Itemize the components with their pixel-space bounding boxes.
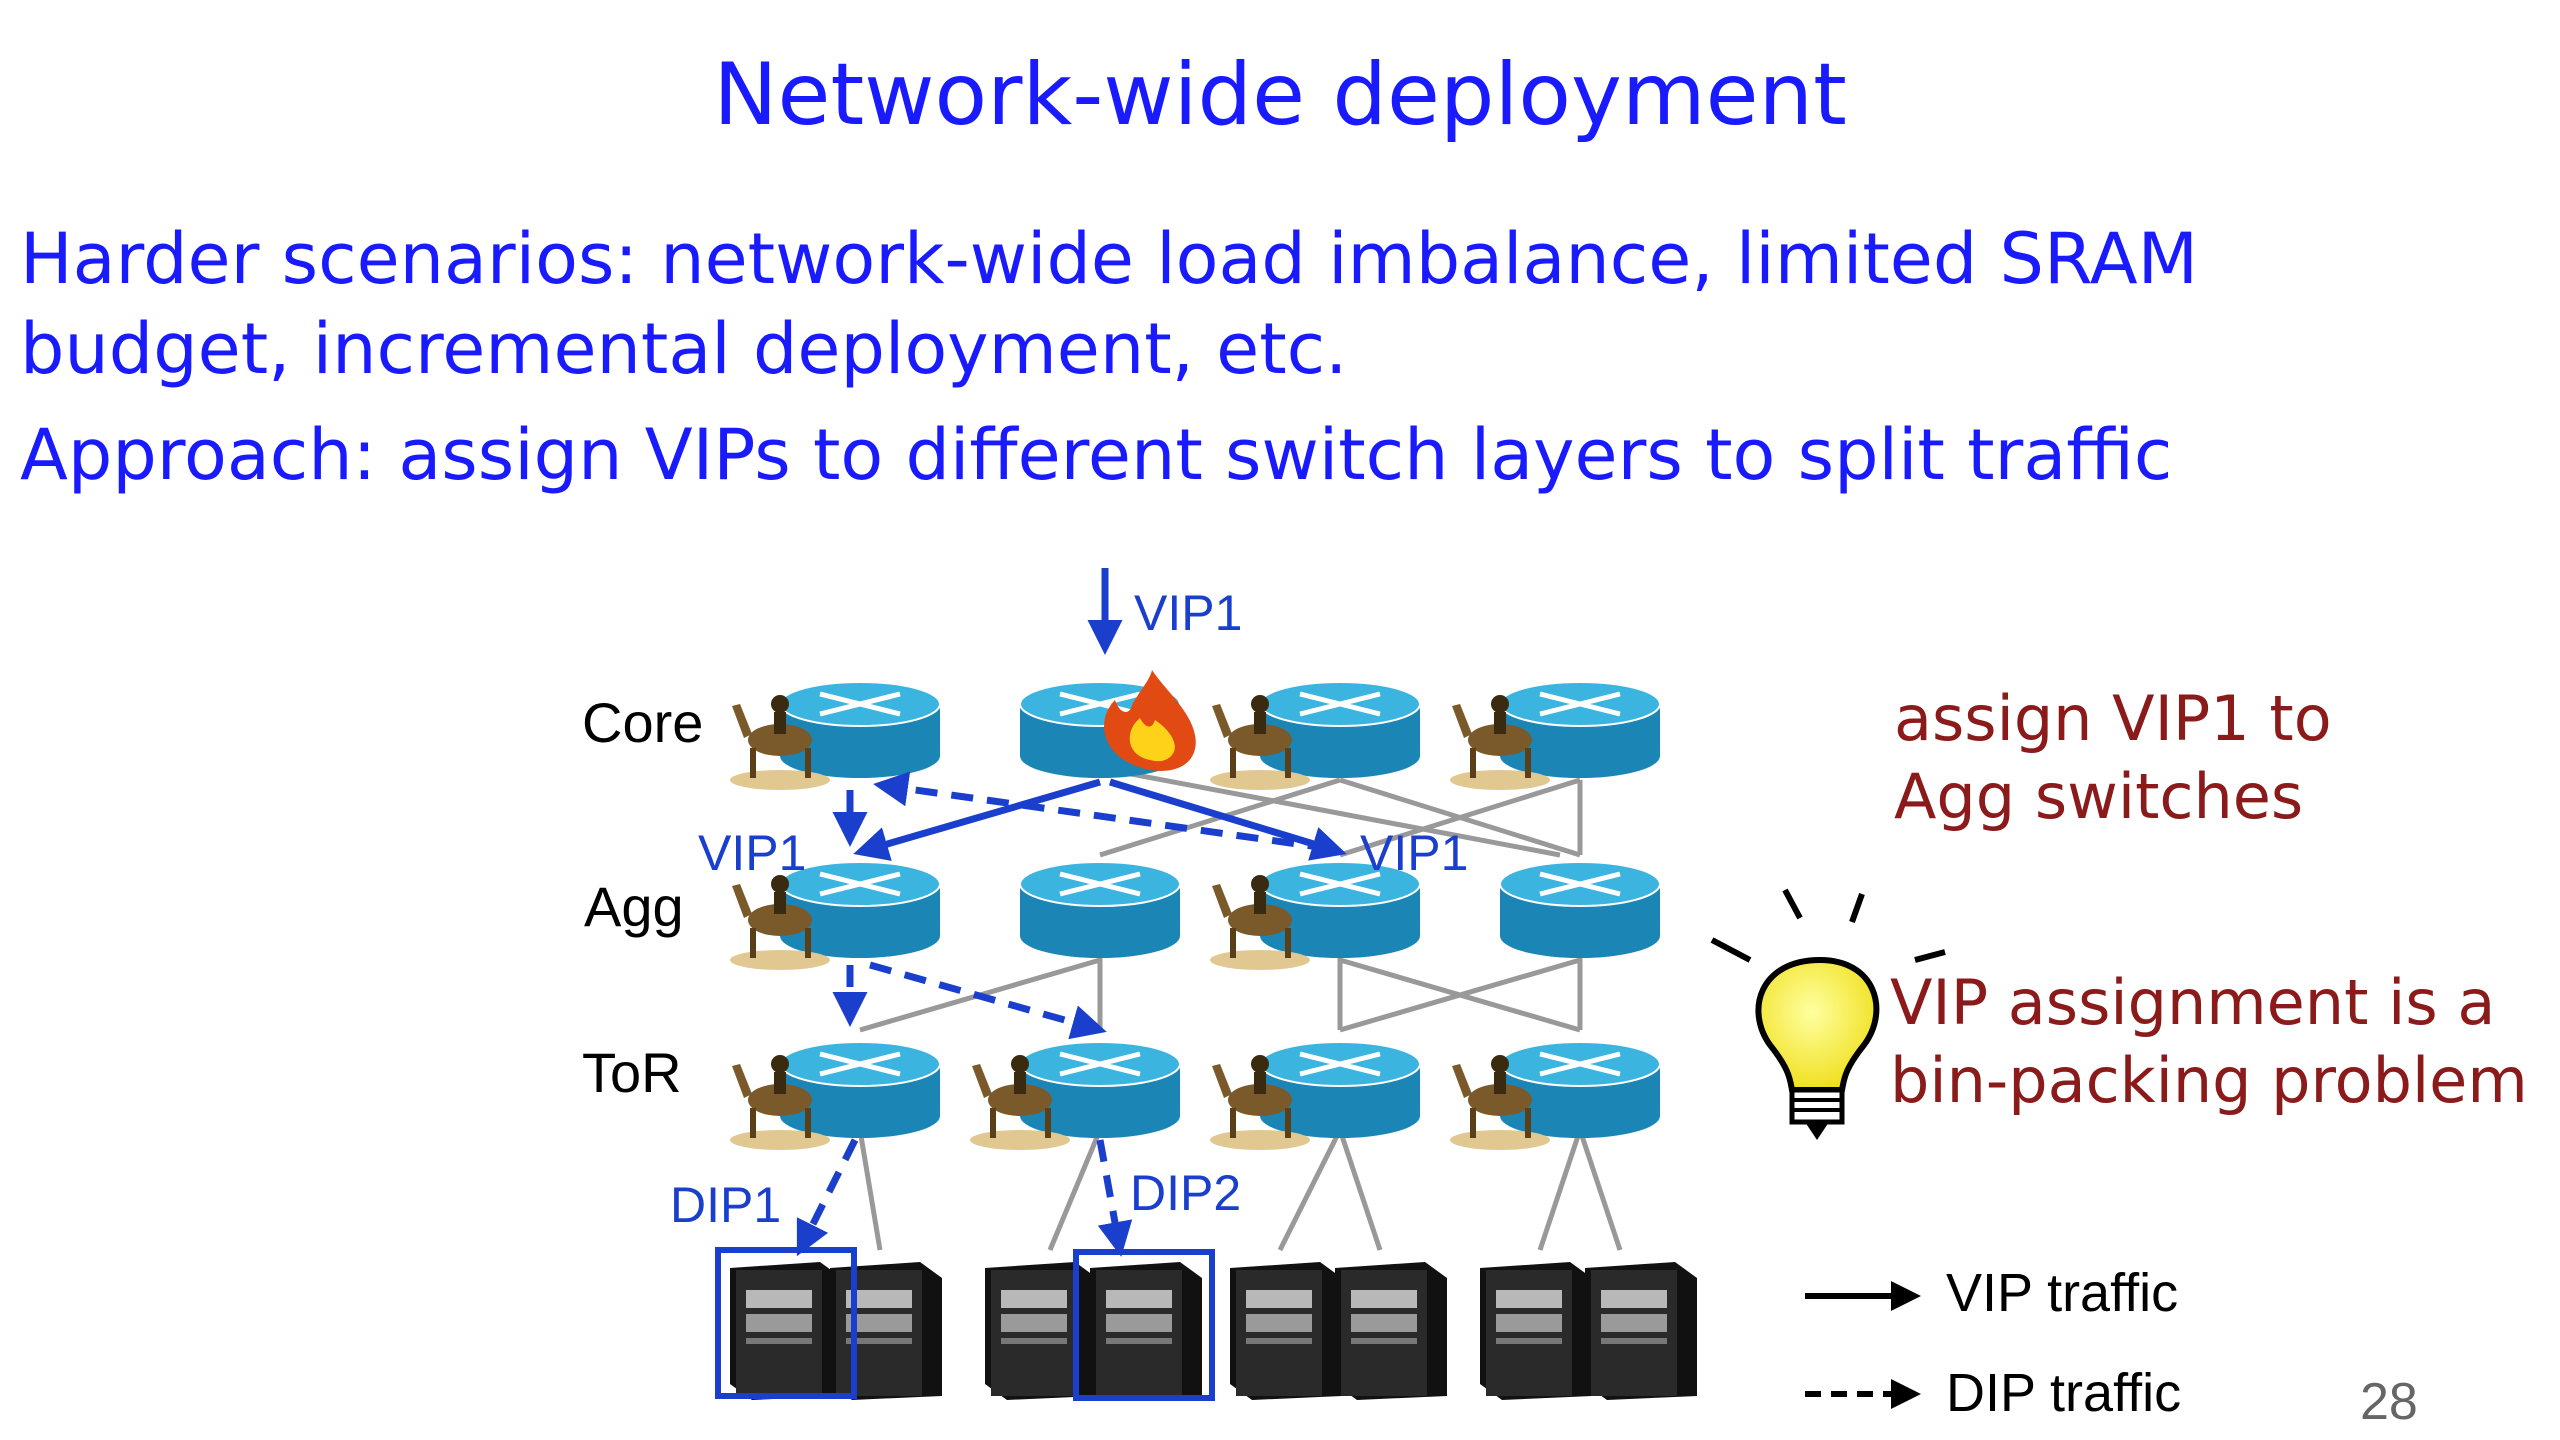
lightbulb-icon [1710, 888, 1946, 1140]
camel-icon-tor-1 [730, 1055, 830, 1150]
server-8 [1585, 1262, 1697, 1400]
server-7 [1480, 1262, 1592, 1400]
bullet-harder-scenarios-line1: Harder scenarios: network-wide load imba… [20, 218, 2199, 300]
camel-icon-tor-2 [970, 1055, 1070, 1150]
camel-icon-agg-1 [730, 875, 830, 970]
note-assign-line1: assign VIP1 to [1894, 682, 2332, 755]
layer-label-tor: ToR [582, 1041, 682, 1104]
links-tor-servers [857, 1128, 1623, 1252]
layer-label-agg: Agg [584, 875, 684, 938]
legend-vip-traffic: VIP traffic [1946, 1263, 2179, 1323]
label-vip-agg-left: VIP1 [698, 825, 806, 881]
switch-agg-2 [1019, 861, 1181, 958]
camel-icon-core-4 [1450, 695, 1550, 790]
server-4 [1090, 1262, 1202, 1400]
bullet-approach: Approach: assign VIPs to different switc… [20, 414, 2173, 496]
switch-tor-1 [779, 1041, 941, 1138]
note-bin-line1: VIP assignment is a [1890, 966, 2496, 1039]
label-vip-top: VIP1 [1134, 585, 1242, 641]
camel-icon-agg-3 [1210, 875, 1310, 970]
note-bin-line2: bin-packing problem [1890, 1044, 2528, 1117]
server-6 [1335, 1262, 1447, 1400]
label-dip1: DIP1 [670, 1177, 781, 1233]
legend-dip-traffic: DIP traffic [1946, 1363, 2182, 1423]
server-2 [830, 1262, 942, 1400]
switch-agg-1 [779, 861, 941, 958]
server-5 [1230, 1262, 1342, 1400]
camel-icon-tor-3 [1210, 1055, 1310, 1150]
vip-traffic-arrows [853, 568, 1347, 861]
camel-icon-core-3 [1210, 695, 1310, 790]
server-1 [730, 1262, 842, 1400]
note-assign-line2: Agg switches [1894, 760, 2304, 833]
slide-title: Network-wide deployment [713, 45, 1847, 145]
switch-core-4 [1499, 681, 1661, 778]
label-vip-agg-right: VIP1 [1360, 825, 1468, 881]
switch-agg-4 [1499, 861, 1661, 958]
layer-label-core: Core [582, 691, 704, 754]
dip-traffic-arrows [796, 771, 1341, 1257]
switch-agg-3 [1259, 861, 1421, 958]
camel-icon-tor-4 [1450, 1055, 1550, 1150]
fire-icon [1104, 670, 1196, 771]
dip2-highlight-box [1073, 1249, 1215, 1401]
server-3 [985, 1262, 1097, 1400]
camel-icon-core-1 [730, 695, 830, 790]
page-number: 28 [2360, 1373, 2418, 1431]
bullet-harder-scenarios-line2: budget, incremental deployment, etc. [20, 308, 1348, 390]
switch-tor-3 [1259, 1041, 1421, 1138]
dip1-highlight-box [715, 1247, 857, 1399]
label-dip2: DIP2 [1130, 1165, 1241, 1221]
